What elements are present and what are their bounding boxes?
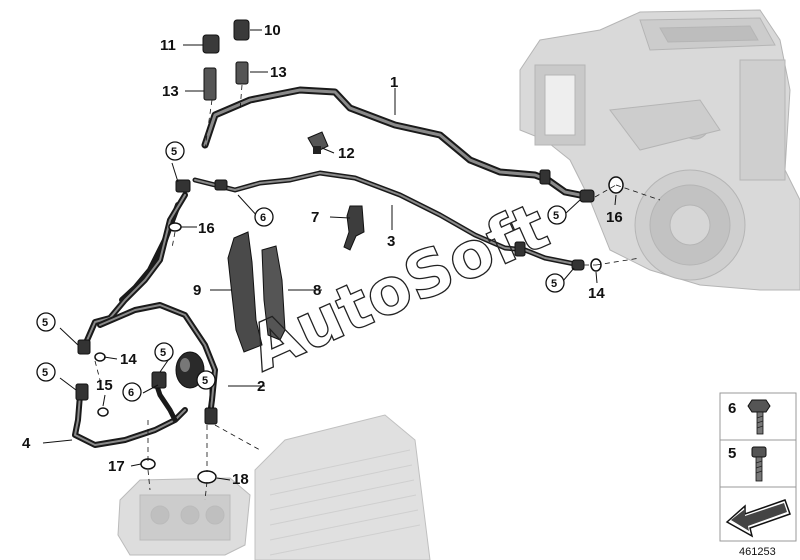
callout-labels: 1 2 3 4 7 8 9 10 11 12 13 13 14 14 15 16… <box>22 22 623 488</box>
callout-11: 11 <box>160 37 176 54</box>
assembly-guides <box>94 84 661 501</box>
callout-5d: 5 <box>160 347 166 359</box>
pipe-2-inner <box>99 304 216 416</box>
arrow-icon <box>725 499 791 538</box>
callout-1: 1 <box>390 74 398 91</box>
watermark: AutoSoft <box>238 189 560 387</box>
callout-10: 10 <box>264 22 281 39</box>
compressor <box>117 477 251 556</box>
callout-13b: 13 <box>270 64 287 81</box>
callout-5c: 5 <box>42 367 48 379</box>
callout-15: 15 <box>96 377 113 394</box>
legend-label-6: 6 <box>728 400 736 417</box>
shield-9 <box>227 231 263 353</box>
circled-callouts <box>36 141 567 402</box>
callout-8: 8 <box>313 282 321 299</box>
callout-5f: 5 <box>553 210 559 222</box>
seal-rings <box>94 176 624 484</box>
condenser <box>254 414 431 560</box>
circled-callout-text: 5 6 5 5 5 6 5 5 5 <box>42 146 559 399</box>
callout-5g: 5 <box>551 278 557 290</box>
shield-8 <box>261 245 286 341</box>
bracket-7 <box>343 205 365 251</box>
callout-5a: 5 <box>171 146 177 158</box>
flange-bolt-icon <box>747 399 771 435</box>
callout-14b: 14 <box>588 285 605 302</box>
callout-6b: 6 <box>128 387 134 399</box>
callout-13a: 13 <box>162 83 179 100</box>
fittings <box>75 169 595 425</box>
callout-2: 2 <box>257 378 265 395</box>
callout-14a: 14 <box>120 351 137 368</box>
hvac-unit <box>519 9 800 291</box>
callout-17: 17 <box>108 458 125 475</box>
callout-12: 12 <box>338 145 355 162</box>
legend-label-5: 5 <box>728 445 736 462</box>
socket-bolt-icon <box>751 446 767 482</box>
callout-5e: 5 <box>202 375 208 387</box>
pressure-sensor <box>307 131 329 154</box>
watermark-text: AutoSoft <box>238 190 559 387</box>
pipe-4-inner <box>74 394 186 446</box>
callout-3: 3 <box>387 233 395 250</box>
callout-5b: 5 <box>42 317 48 329</box>
callout-16a: 16 <box>198 220 215 237</box>
pipe-3-inner <box>194 172 581 266</box>
reference-number: 461253 <box>739 546 776 558</box>
callout-7: 7 <box>311 209 319 226</box>
legend-panel: 6 5 <box>719 392 797 542</box>
callout-9: 9 <box>193 282 201 299</box>
callout-18: 18 <box>232 471 249 488</box>
valve-caps <box>202 19 250 101</box>
callout-4: 4 <box>22 435 31 452</box>
callout-16b: 16 <box>606 209 623 226</box>
callout-6a: 6 <box>260 212 266 224</box>
